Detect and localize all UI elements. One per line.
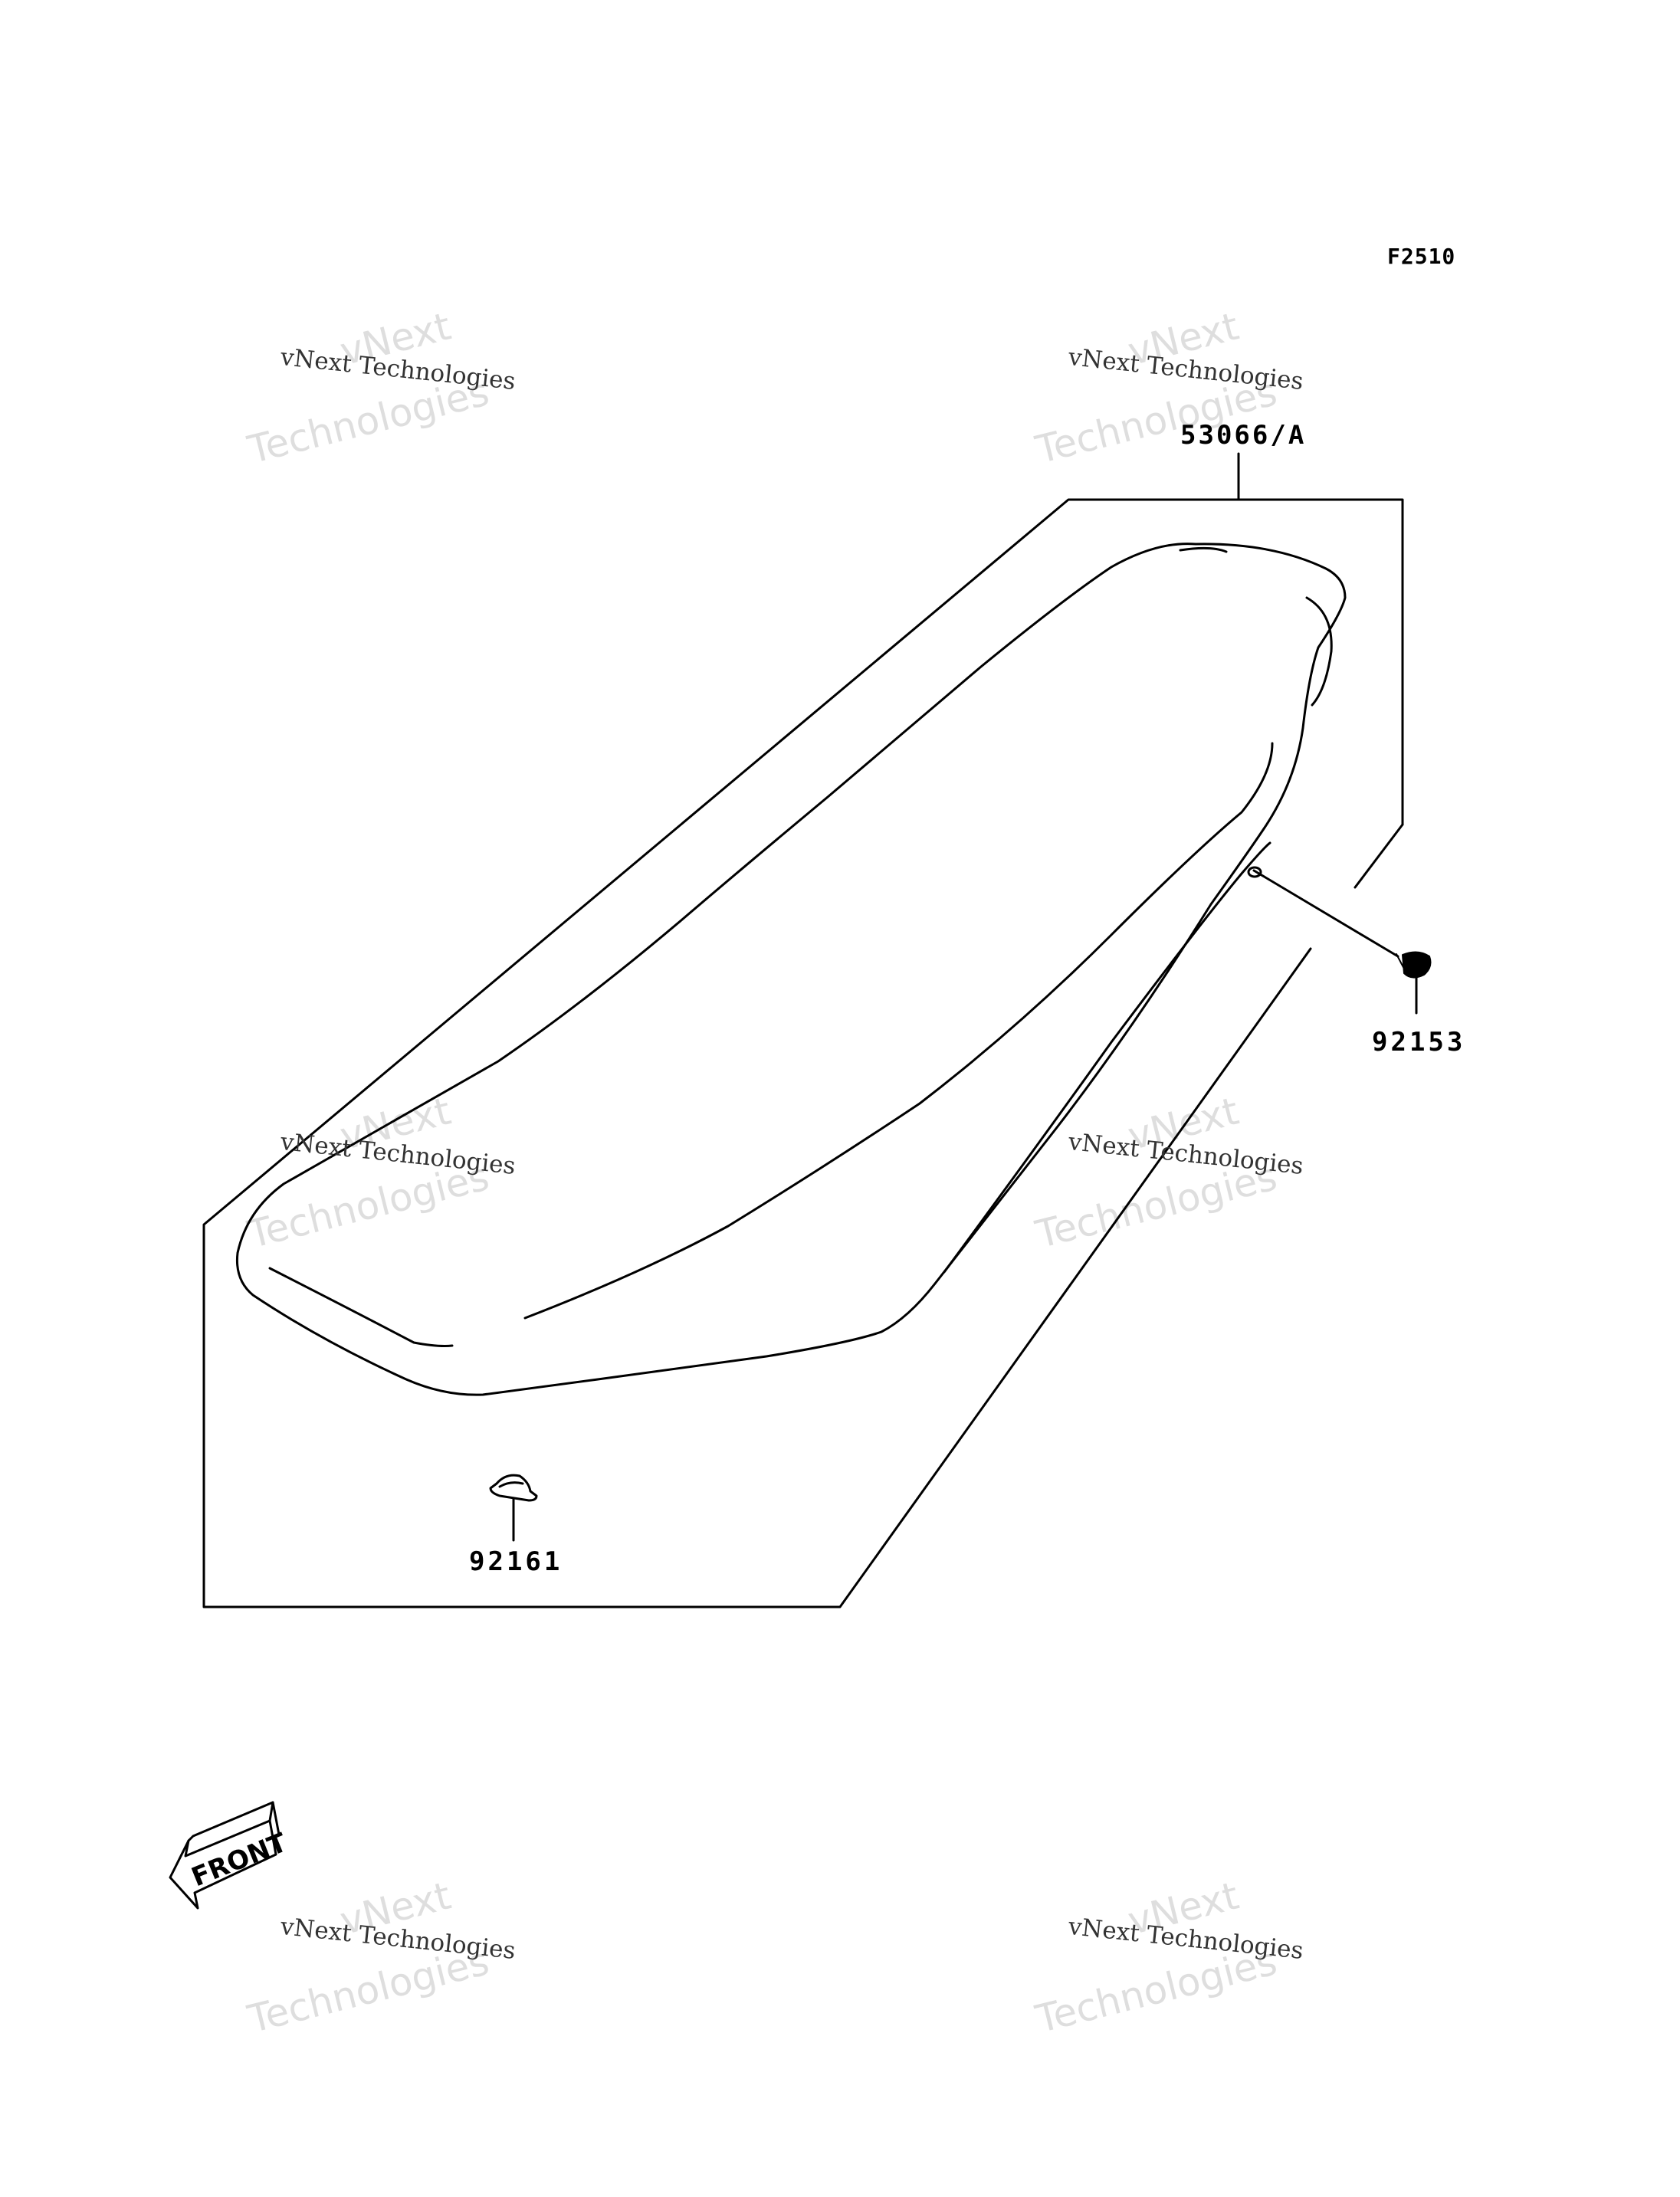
clip-92161-icon <box>489 1474 538 1502</box>
assembly-boundary-break <box>1354 823 1404 889</box>
seat-outline <box>235 543 1347 1396</box>
seat-inner-contour <box>523 742 1274 1320</box>
assembly-boundary <box>202 498 1404 1608</box>
diagram-code: F2510 <box>1387 244 1456 269</box>
seat-front-edge <box>268 1267 454 1347</box>
leader-bolt-92153 <box>1252 869 1399 958</box>
front-arrow-icon <box>169 1801 281 1910</box>
seat-lower-side <box>943 841 1271 1274</box>
part-number-clip[interactable]: 92161 <box>469 1546 563 1577</box>
part-number-bolt[interactable]: 92153 <box>1372 1027 1466 1058</box>
seat-rear-edge <box>1305 596 1333 707</box>
seat-ridge <box>1179 546 1228 553</box>
bolt-92153-icon <box>1247 866 1432 979</box>
part-number-seat[interactable]: 53066/A <box>1180 420 1307 451</box>
